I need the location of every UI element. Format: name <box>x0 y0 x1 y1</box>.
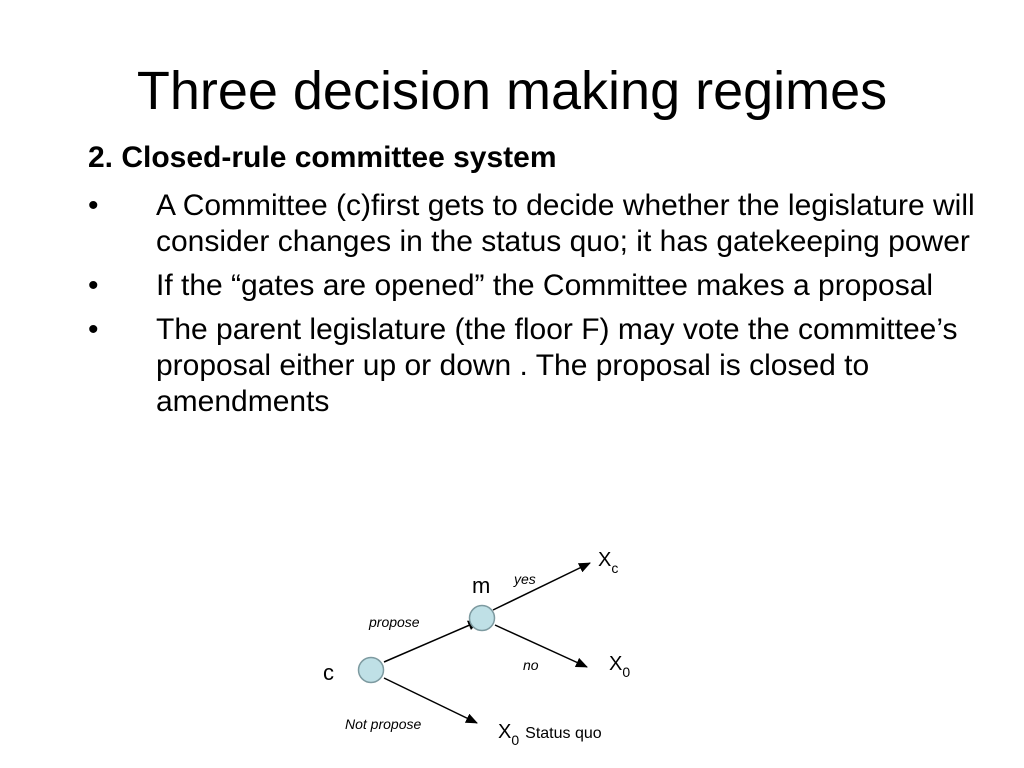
edge-label-propose: propose <box>368 614 420 630</box>
edge-label-yes: yes <box>513 571 536 587</box>
bullet-item-2: • If the “gates are opened” the Committe… <box>88 268 998 304</box>
outcome-x0-base: X <box>498 721 511 743</box>
outcome-xc-sub: c <box>611 560 618 576</box>
outcome-x0-sub: 0 <box>622 664 630 680</box>
bullet-list: • A Committee (c)first gets to decide wh… <box>88 188 998 428</box>
bullet-text: The parent legislature (the floor F) may… <box>156 313 958 418</box>
edge-label-not-propose: Not propose <box>345 716 421 732</box>
node-label-c: c <box>323 660 334 685</box>
status-quo-label: Status quo <box>525 725 602 742</box>
node-floor-median <box>468 604 496 632</box>
outcome-xc: Xc <box>598 549 618 576</box>
bullet-text: A Committee (c)first gets to decide whet… <box>156 189 975 258</box>
bullet-item-1: • A Committee (c)first gets to decide wh… <box>88 188 998 260</box>
edge-label-no: no <box>523 657 539 673</box>
edge-not-propose <box>383 677 478 724</box>
outcome-x0-status-quo: X0 Status quo <box>498 721 602 748</box>
node-label-m: m <box>472 573 490 598</box>
bullet-marker: • <box>88 269 99 302</box>
outcome-xc-base: X <box>598 549 611 571</box>
outcome-x0-no: X0 <box>609 653 630 680</box>
bullet-text: If the “gates are opened” the Committee … <box>156 269 934 302</box>
bullet-marker: • <box>88 189 99 222</box>
outcome-x0-base: X <box>609 653 622 675</box>
edge-no <box>494 624 588 668</box>
bullet-item-3: • The parent legislature (the floor F) m… <box>88 312 998 420</box>
outcome-x0-sub: 0 <box>511 732 519 748</box>
edge-propose <box>383 620 480 663</box>
bullet-marker: • <box>88 313 99 346</box>
edge-yes <box>492 562 591 611</box>
slide-subtitle: 2. Closed-rule committee system <box>88 141 557 174</box>
slide-title: Three decision making regimes <box>136 61 888 121</box>
node-committee <box>357 656 385 684</box>
